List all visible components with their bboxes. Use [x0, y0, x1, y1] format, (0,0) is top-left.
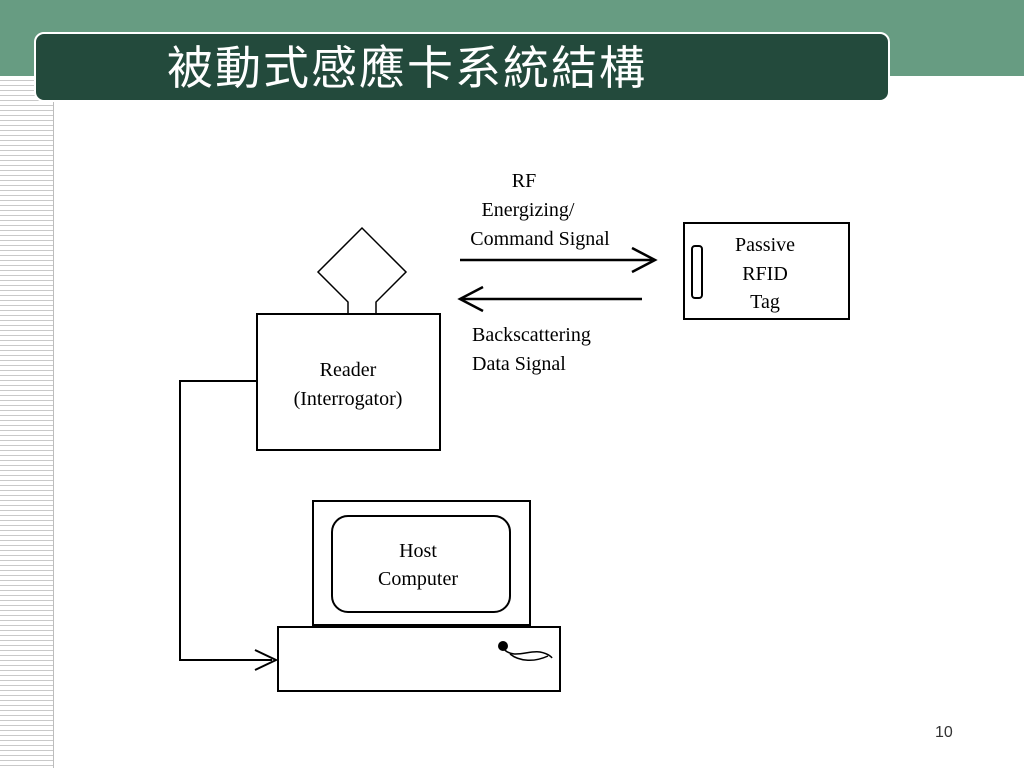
passive-tag-box: [683, 222, 850, 320]
forward-signal-line2: Energizing/: [482, 199, 575, 221]
page-number: 10: [935, 724, 953, 741]
tag-label-line1: Passive: [735, 234, 795, 256]
tag-label-line2: RFID: [742, 263, 788, 285]
reader-host-cable: [179, 380, 272, 661]
tag-chip-icon: [691, 245, 703, 299]
forward-signal-line3: Command Signal: [470, 228, 610, 250]
cable-arrowhead: [254, 649, 279, 671]
reader-box: [256, 313, 441, 451]
slide-title: 被動式感應卡系統結構: [167, 41, 647, 95]
reader-label-line2: (Interrogator): [294, 388, 403, 410]
reader-label-line1: Reader: [320, 359, 377, 381]
forward-signal-line1: RF: [512, 170, 536, 192]
tag-label-line3: Tag: [750, 291, 780, 313]
return-arrowhead: [457, 285, 484, 313]
forward-arrowhead: [631, 246, 658, 274]
host-label-line1: Host: [399, 540, 437, 562]
return-signal-line2: Data Signal: [472, 353, 566, 375]
antenna-icon: [316, 226, 408, 313]
title-bar: 被動式感應卡系統結構: [34, 32, 890, 102]
host-label-line2: Computer: [378, 568, 458, 590]
left-stripe-decoration: [0, 76, 54, 768]
host-computer-base: [277, 626, 561, 692]
host-monitor-screen: [331, 515, 511, 613]
mouse-icon: [498, 641, 553, 661]
return-signal-line1: Backscattering: [472, 324, 591, 346]
